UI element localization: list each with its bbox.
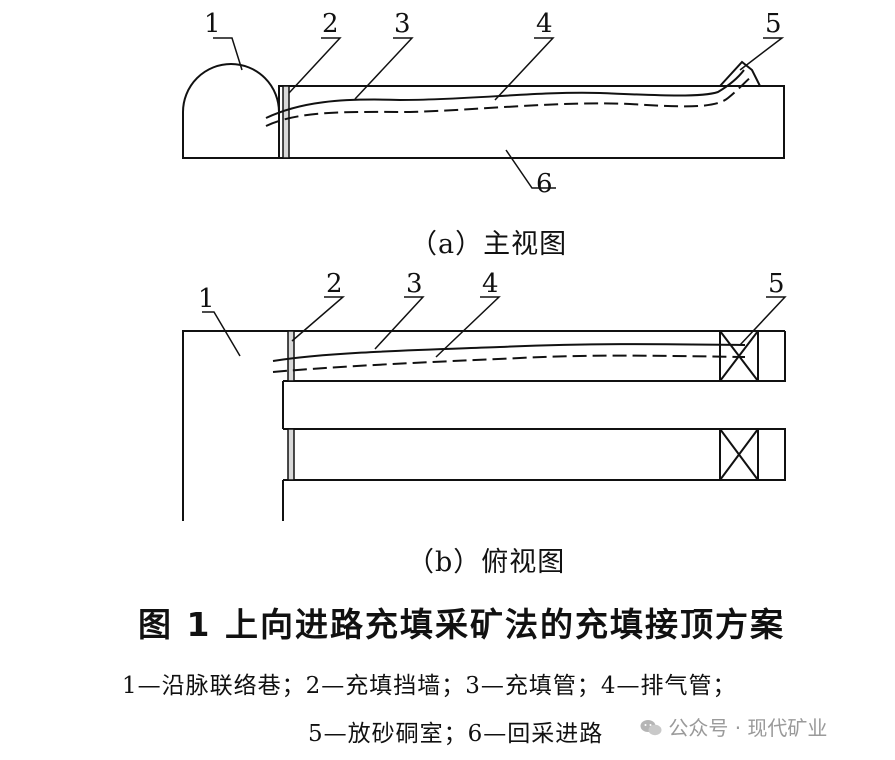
legend-line-2: 5—放砂硐室；6—回采进路	[308, 721, 604, 747]
retaining-wall-2-plan-b	[287, 428, 295, 481]
callout-4-front: 4	[536, 9, 553, 39]
top-view-caption: （b）俯视图	[407, 547, 566, 578]
front-view-caption: （a）主视图	[410, 229, 568, 260]
wechat-official-account-icon	[640, 720, 662, 736]
watermark: 公众号 · 现代矿业	[640, 712, 827, 741]
stope-drift-2-upper	[283, 428, 786, 481]
legend-line-1: 1—沿脉联络巷；2—充填挡墙；3—充填管；4—排气管；	[122, 673, 737, 699]
fill-pipe-3-plan	[272, 343, 746, 362]
callout-5-plan: 5	[768, 269, 785, 299]
retaining-wall-2-plan-a	[287, 330, 295, 382]
leader-4-front	[494, 37, 555, 101]
stope-drift-6-front	[278, 85, 785, 159]
leader-2-front	[288, 37, 342, 94]
leader-3-plan	[374, 296, 425, 350]
leader-5-front	[739, 37, 785, 71]
sand-chamber-5-plan-b	[719, 428, 759, 481]
drift-1-plan	[182, 330, 785, 521]
callout-1-front: 1	[204, 9, 221, 39]
retaining-wall-2-front	[282, 85, 290, 159]
vent-pipe-4-front	[265, 75, 753, 127]
leader-4-plan	[435, 296, 501, 358]
callout-3-front: 3	[394, 9, 411, 39]
figure-title: 图 1 上向进路充填采矿法的充填接顶方案	[138, 605, 785, 644]
leader-5-plan	[739, 296, 787, 346]
leader-3-front	[354, 37, 414, 100]
vent-pipe-4-plan	[272, 354, 746, 373]
leader-6-front	[505, 149, 556, 189]
callout-3-plan: 3	[406, 269, 423, 299]
leader-2-plan	[291, 296, 346, 342]
callout-2-plan: 2	[326, 269, 343, 299]
callout-6-front: 6	[536, 169, 553, 199]
leader-1-plan	[202, 311, 241, 357]
callout-5-front: 5	[765, 9, 782, 39]
drift-1-arch	[182, 63, 280, 159]
sand-chamber-5-front	[719, 60, 761, 87]
callout-4-plan: 4	[482, 269, 499, 299]
callout-1-plan: 1	[198, 284, 215, 314]
callout-2-front: 2	[322, 9, 339, 39]
leader-1-front	[213, 37, 243, 71]
watermark-text: 公众号 · 现代矿业	[668, 716, 828, 740]
stope-drift-lower-edge	[283, 331, 786, 382]
fill-pipe-3-front	[265, 69, 745, 119]
